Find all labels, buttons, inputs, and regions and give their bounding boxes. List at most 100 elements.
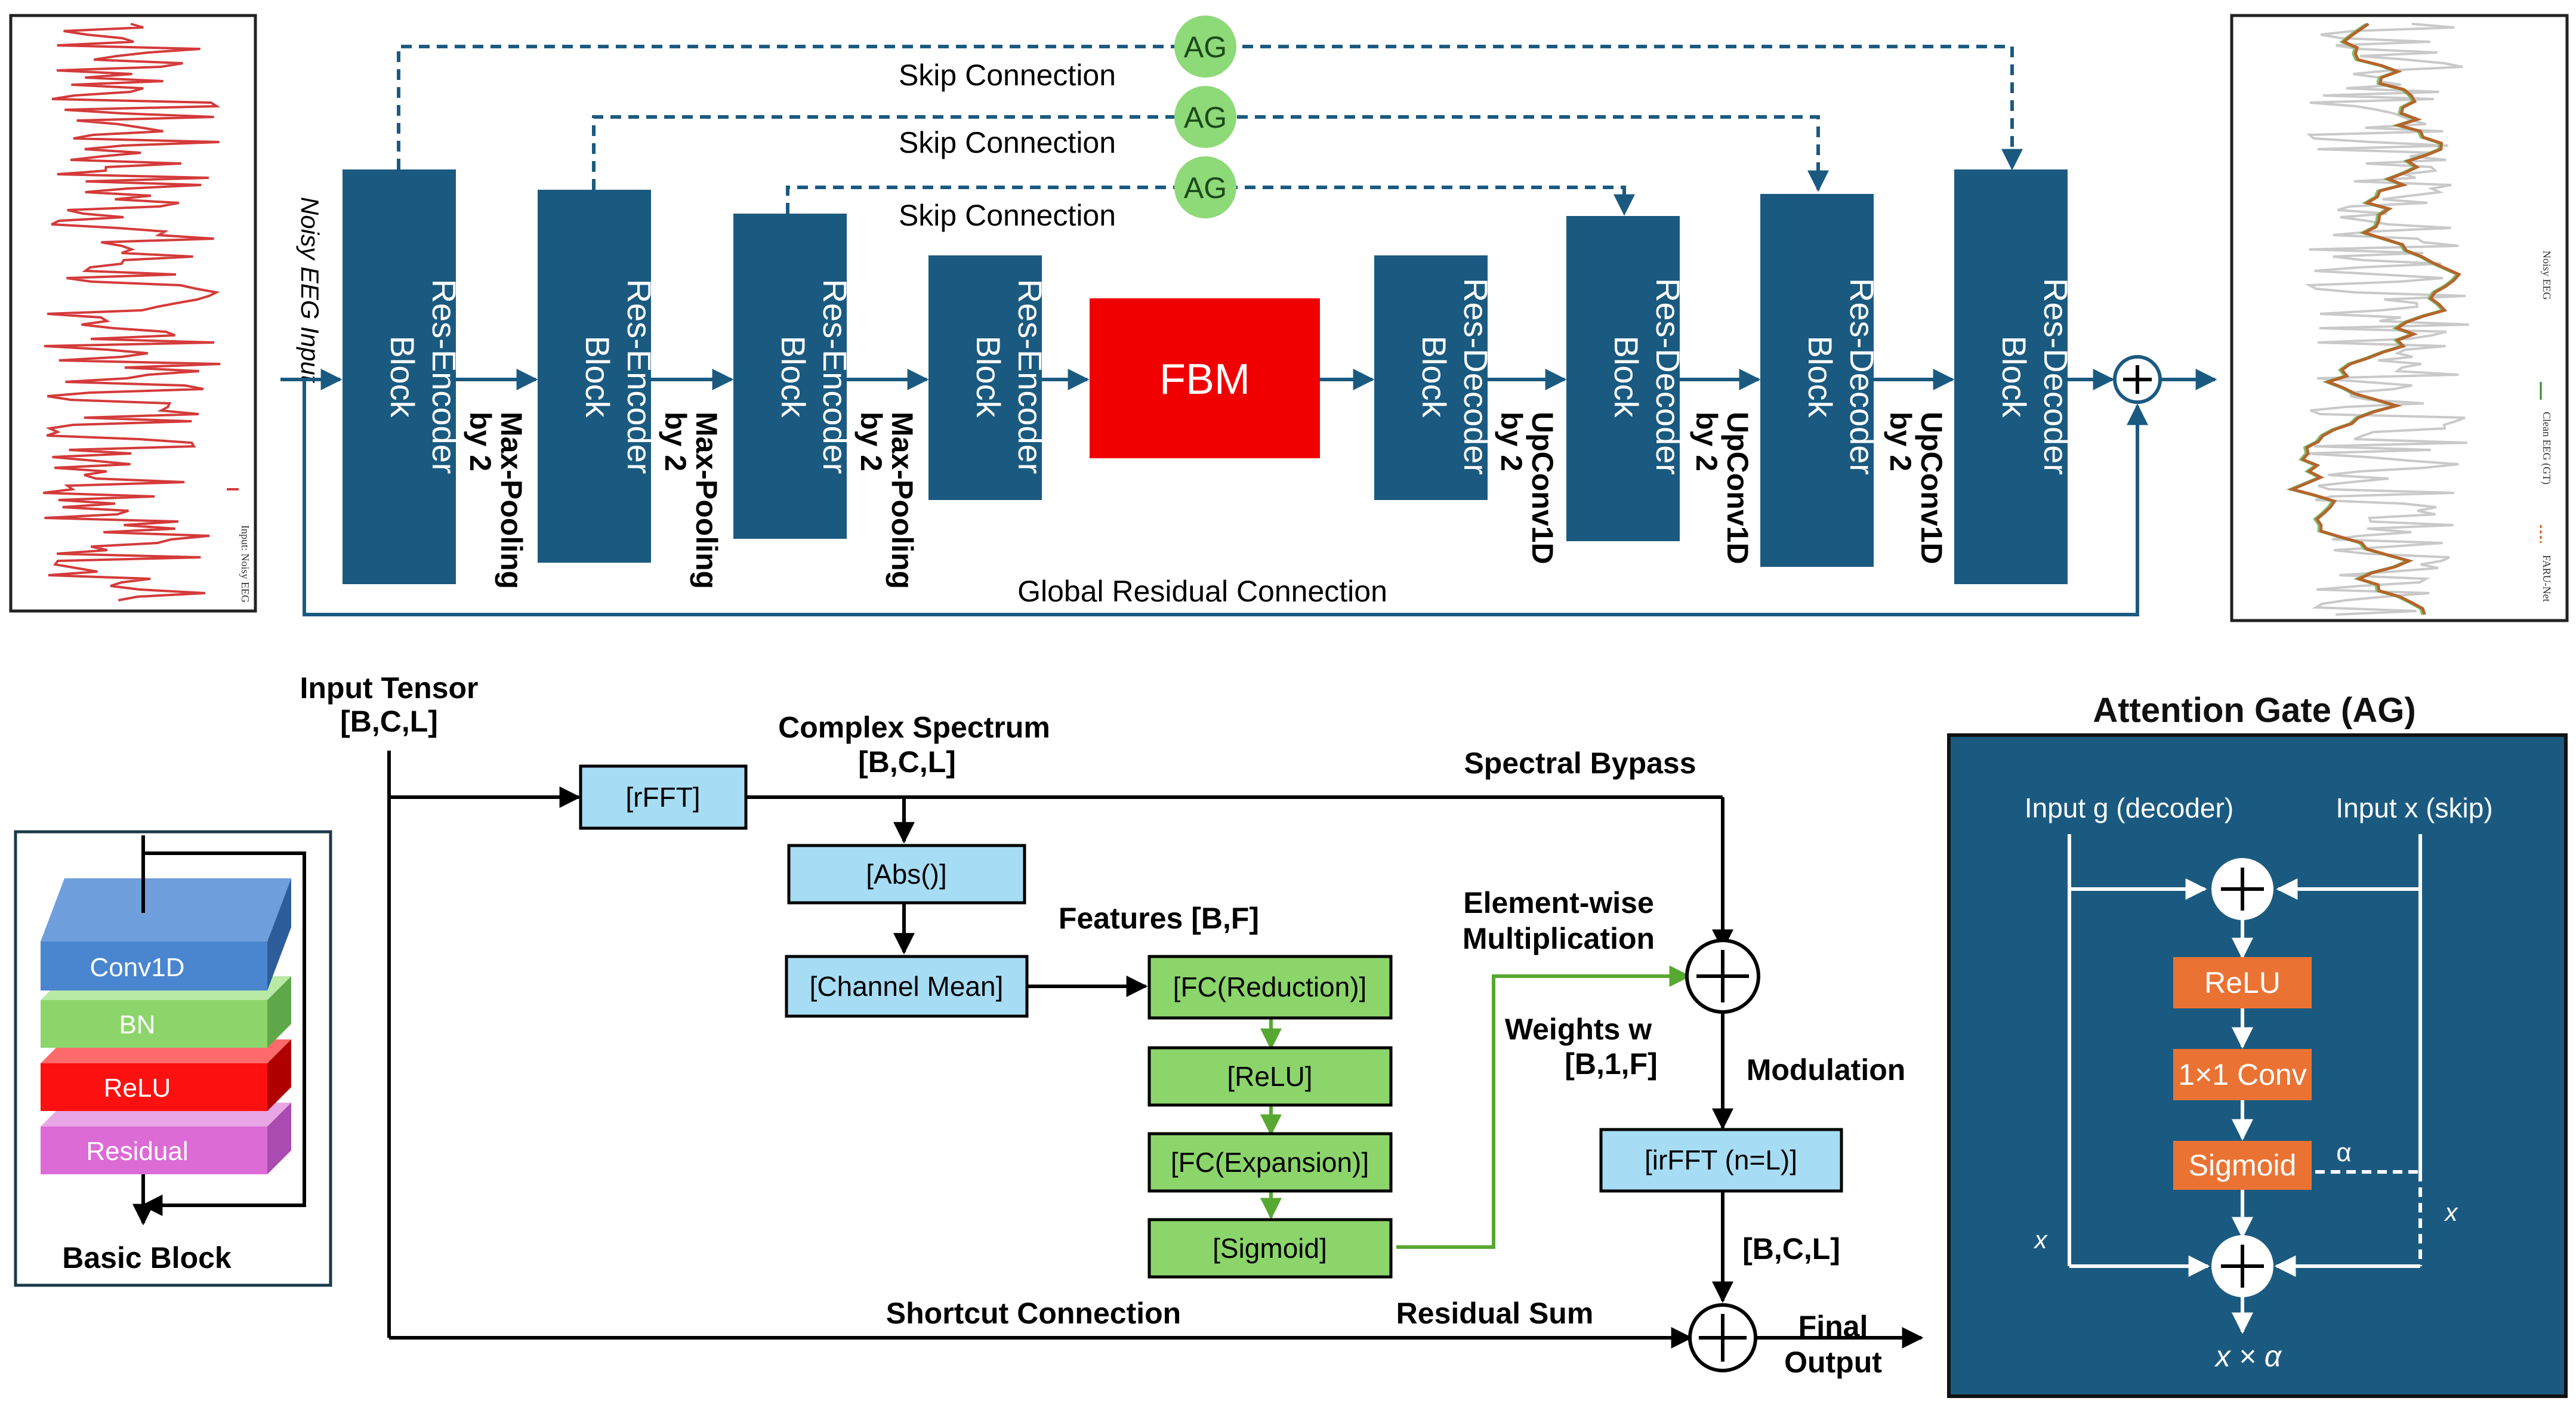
svg-text:Res-EncoderBlock: Res-EncoderBlock — [579, 279, 658, 474]
complex-spectrum-label: Complex Spectrum — [778, 711, 1050, 744]
plot-right-legend-3: FARU-Net — [2541, 555, 2553, 602]
ag-sigmoid-box: Sigmoid — [2173, 1141, 2312, 1190]
svg-text:Conv1D: Conv1D — [90, 953, 185, 982]
noisy-eeg-plot: Input: Noisy EEG — [9, 14, 257, 613]
svg-text:[ReLU]: [ReLU] — [1227, 1061, 1312, 1092]
weights-label: Weights w — [1505, 1013, 1652, 1046]
basic-block-caption: Basic Block — [62, 1241, 232, 1275]
max-pooling-label-3: Max-Poolingby 2 — [854, 412, 919, 589]
elementwise-multiply-node — [1685, 939, 1760, 1014]
svg-text:[rFFT]: [rFFT] — [625, 782, 700, 813]
abs-box: [Abs()] — [787, 844, 1026, 905]
svg-text:AG: AG — [1184, 101, 1227, 134]
residual-sum-label: Residual Sum — [1396, 1297, 1594, 1330]
basic-block-panel: Residual ReLU BN Conv1D Basic Block — [14, 830, 332, 1287]
skip-connection-label-1: Skip Connection — [899, 58, 1116, 92]
ag-node-1: AG — [1174, 16, 1236, 78]
svg-text:ReLU: ReLU — [104, 1073, 171, 1103]
fbm-block: FBM — [1090, 298, 1320, 458]
shortcut-label: Shortcut Connection — [886, 1297, 1181, 1330]
svg-text:Sigmoid: Sigmoid — [2189, 1149, 2297, 1182]
plot-left-legend: Input: Noisy EEG — [239, 525, 251, 603]
svg-text:[irFFT (n=L)]: [irFFT (n=L)] — [1645, 1144, 1797, 1175]
layer-residual: Residual — [41, 1103, 291, 1174]
sigmoid-box: [Sigmoid] — [1147, 1218, 1393, 1279]
channel-mean-box: [Channel Mean] — [785, 955, 1029, 1018]
svg-text:BN: BN — [119, 1010, 155, 1039]
skip-connection-label-3: Skip Connection — [899, 199, 1116, 232]
noisy-eeg-input-label: Noisy EEG Input — [296, 197, 324, 384]
res-encoder-block-2: Res-EncoderBlock — [538, 190, 658, 563]
residual-sum-node — [1688, 1303, 1757, 1372]
upconv-label-3: UpConv1Dby 2 — [1884, 412, 1948, 564]
res-decoder-block-4: Res-DecoderBlock — [1954, 169, 2075, 584]
svg-text:AG: AG — [1184, 30, 1227, 64]
svg-text:AG: AG — [1184, 171, 1227, 205]
svg-text:Res-DecoderBlock: Res-DecoderBlock — [1415, 278, 1495, 475]
relu-box: [ReLU] — [1147, 1046, 1393, 1107]
input-shape-label: [B,C,L] — [340, 705, 438, 738]
ag-input-x-label: Input x (skip) — [2336, 792, 2492, 823]
ag-node-2: AG — [1174, 86, 1236, 148]
svg-text:Res-DecoderBlock: Res-DecoderBlock — [1801, 278, 1881, 475]
global-residual-label: Global Residual Connection — [1017, 575, 1387, 608]
ag-panel-title: Attention Gate (AG) — [2093, 691, 2415, 730]
weights-shape-label: [B,1,F] — [1565, 1047, 1658, 1081]
upconv-label-2: UpConv1Dby 2 — [1690, 412, 1754, 564]
features-label: Features [B,F] — [1059, 902, 1259, 935]
ag-relu-box: ReLU — [2173, 957, 2312, 1008]
svg-text:[Abs()]: [Abs()] — [866, 859, 946, 890]
ag-node-3: AG — [1174, 156, 1236, 218]
fbm-detail: Input Tensor [B,C,L] Complex Spectrum [B… — [300, 671, 1924, 1379]
svg-text:FBM: FBM — [1159, 356, 1250, 403]
svg-text:Res-EncoderBlock: Res-EncoderBlock — [775, 279, 854, 474]
res-encoder-block-3: Res-EncoderBlock — [733, 214, 854, 539]
ag-alpha-label: α — [2336, 1138, 2351, 1167]
svg-text:ReLU: ReLU — [2204, 966, 2281, 999]
svg-text:Residual: Residual — [86, 1137, 188, 1166]
fc-reduction-box: [FC(Reduction)] — [1147, 955, 1393, 1020]
res-decoder-block-1: Res-DecoderBlock — [1374, 255, 1495, 500]
ag-x-right-label: x — [2444, 1198, 2459, 1226]
complex-shape-label: [B,C,L] — [858, 745, 956, 779]
ag-x-left-label: x — [2034, 1226, 2049, 1254]
svg-text:[FC(Reduction)]: [FC(Reduction)] — [1173, 971, 1367, 1002]
main-flow-arrows — [280, 369, 2217, 616]
max-pooling-label-2: Max-Poolingby 2 — [659, 412, 723, 589]
ag-conv-box: 1×1 Conv — [2173, 1049, 2312, 1100]
upconv-label-1: UpConv1Dby 2 — [1495, 412, 1559, 564]
svg-text:Res-EncoderBlock: Res-EncoderBlock — [970, 279, 1049, 474]
spectral-bypass-label: Spectral Bypass — [1464, 746, 1696, 780]
svg-text:1×1 Conv: 1×1 Conv — [2178, 1058, 2306, 1091]
ag-add-node-top — [2211, 858, 2273, 920]
skip-connection-label-2: Skip Connection — [899, 126, 1116, 159]
denoised-eeg-plot: Noisy EEG Clean EEG (GT) FARU-Net — [2230, 14, 2569, 622]
svg-text:[Channel Mean]: [Channel Mean] — [810, 971, 1004, 1002]
residual-add-node — [2113, 355, 2162, 404]
layer-relu: ReLU — [41, 1039, 291, 1111]
attention-gate-panel: Input g (decoder) Input x (skip) ReLU 1×… — [1947, 733, 2568, 1398]
modulation-label: Modulation — [1747, 1053, 1906, 1087]
rfft-box: [rFFT] — [579, 764, 748, 830]
faru-net-trace — [2287, 22, 2462, 615]
noisy-eeg-trace-gray — [2304, 23, 2469, 616]
res-encoder-block-4: Res-EncoderBlock — [928, 255, 1049, 500]
output-shape-label: [B,C,L] — [1742, 1232, 1840, 1266]
ag-input-g-label: Input g (decoder) — [2025, 792, 2233, 823]
svg-text:Res-EncoderBlock: Res-EncoderBlock — [384, 279, 463, 474]
noisy-eeg-trace — [43, 23, 221, 601]
svg-text:[FC(Expansion)]: [FC(Expansion)] — [1171, 1147, 1369, 1178]
res-decoder-block-2: Res-DecoderBlock — [1566, 216, 1687, 541]
res-decoder-block-3: Res-DecoderBlock — [1760, 194, 1881, 567]
plot-right-legend-1: Noisy EEG — [2541, 251, 2553, 300]
ag-output-label: x × α — [2214, 1340, 2282, 1373]
svg-text:Res-DecoderBlock: Res-DecoderBlock — [1995, 278, 2075, 475]
ag-add-node-bottom — [2211, 1235, 2273, 1297]
svg-text:Res-DecoderBlock: Res-DecoderBlock — [1608, 278, 1687, 475]
irfft-box: [irFFT (n=L)] — [1599, 1128, 1843, 1193]
max-pooling-label-1: Max-Poolingby 2 — [464, 412, 528, 589]
res-encoder-block-1: Res-EncoderBlock — [343, 169, 463, 584]
plot-right-legend-2: Clean EEG (GT) — [2540, 412, 2553, 485]
fc-expansion-box: [FC(Expansion)] — [1147, 1132, 1393, 1193]
